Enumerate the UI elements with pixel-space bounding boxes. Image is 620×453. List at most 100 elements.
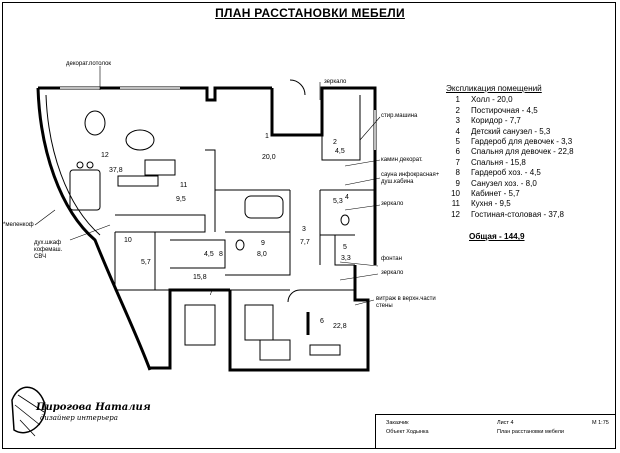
curved-wall [36,87,152,371]
chair-b [86,161,94,169]
door-bedroom6 [287,289,301,303]
wall-wardrobe8 [170,239,226,269]
room-8-number: 8 [219,251,223,258]
legend-row: 1 Холл - 20,0 [446,95,616,105]
annot-decor-ceiling: декорат.потолок [66,61,112,67]
wall-study [114,232,170,291]
legend-num: 5 [455,137,460,147]
annot-wash-machine: стир.машина [381,113,418,119]
annot-mirror-top: зеркало [324,79,347,85]
annot-sauna: сауна инфокрасная+ душ.кабина [381,172,440,185]
legend-label: Холл - 20,0 [471,95,513,105]
annot-fireplace: камин декорат. [381,157,423,163]
legend-total: Общая - 144,9 [469,232,525,241]
annot-mirror-low: зеркало [381,270,404,276]
door-entry [289,79,306,96]
legend-row: 2 Постирочная - 4,5 [446,106,616,116]
room-2-area: 4,5 [335,148,345,155]
title-block: Заказчик Объект Ходынка Лист 4 М 1:75 Пл… [375,414,616,448]
legend-label: Гардероб хоз. - 4,5 [471,168,541,178]
legend-label: Гардероб для девочек - 3,3 [471,137,573,147]
legend-label: Детский санузел - 5,3 [471,126,551,136]
legend-num: 2 [455,105,460,115]
legend-num: 9 [455,178,460,188]
room-9-number: 9 [261,240,265,247]
room-5-area: 3,3 [341,255,351,262]
sheet-frame [2,2,616,449]
legend-label: Спальня - 15,8 [471,157,526,167]
stamp-scale: М 1:75 [592,420,609,426]
room-11-area: 9,5 [176,196,186,203]
annot-fountain: фонтан [381,256,402,262]
outer-wall-north [38,86,272,102]
legend-label: Спальня для девочек - 22,8 [471,147,574,157]
room-12-number: 12 [101,152,109,159]
room-4-area: 5,3 [333,198,343,205]
legend-label: Постирочная - 4,5 [471,105,538,115]
room-7-area: 15,8 [193,274,207,281]
legend-label: Гостиная-столовая - 37,8 [471,209,564,219]
sofa-round [125,129,155,151]
stamp-client: Заказчик [386,420,409,426]
legend-num: 3 [455,116,460,126]
legend-num: 8 [455,168,460,178]
annot-melenkof: *меленкоф [3,222,34,228]
room-10-number: 10 [124,237,132,244]
room-5-number: 5 [343,244,347,251]
bed-6a [244,304,274,341]
armchair-1 [84,110,106,136]
room-2-number: 2 [333,139,337,146]
wall-corridor [289,190,321,275]
sofa-living [144,159,176,176]
room-3-area: 7,7 [300,239,310,246]
wall-laundry [321,95,361,161]
legend-label: Кабинет - 5,7 [471,189,520,199]
legend-label: Коридор - 7,7 [471,116,521,126]
chair-a [76,161,84,169]
legend-num: 4 [455,126,460,136]
annot-oven-2: кофемаш. [34,247,63,253]
toilet-9 [235,239,245,251]
legend-label: Санузел хоз. - 8,0 [471,178,537,188]
leader-lines [34,66,381,306]
legend-row: 3 Коридор - 7,7 [446,116,616,126]
annot-stained-glass: витраж в верхн.части стены [376,296,436,309]
stamp-sheet: Лист 4 [497,420,514,426]
room-8-area: 4,5 [204,251,214,258]
legend-label: Кухня - 9,5 [471,199,511,209]
legend-row: 9 Санузел хоз. - 8,0 [446,179,616,189]
designer-name: Пирогова Наталия [36,402,151,413]
room-10-area: 5,7 [141,259,151,266]
designer-role: дизайнер интерьера [40,414,118,422]
stamp-sheet-title: План расстановки мебели [497,429,564,435]
curved-wall-inner [45,94,101,236]
room-7-number: 7 [209,290,213,297]
annot-mirror-mid: зеркало [381,201,404,207]
legend-num: 7 [455,157,460,167]
room-6-number: 6 [320,318,324,325]
kitchen-counter [117,175,159,187]
legend-num: 10 [451,189,460,199]
bed-7 [184,304,216,346]
sink-4 [340,214,350,226]
bed-6b [259,339,291,361]
legend-row: 10 Кабинет - 5,7 [446,189,616,199]
wall-wardrobe5 [334,235,355,266]
legend-title: Экспликация помещений [446,84,542,93]
room-legend: Экспликация помещений 1 Холл - 20,0 2 Пост… [446,84,616,220]
room-11-number: 11 [180,182,188,189]
room-12-area: 37,8 [109,167,123,174]
wall-kids-bath [320,189,375,236]
legend-num: 11 [451,199,460,209]
bathtub [244,195,284,219]
room-1-number: 1 [265,133,269,140]
annot-oven-3: СВЧ [34,254,47,260]
legend-num: 1 [455,95,460,105]
legend-row: 5 Гардероб для девочек - 3,3 [446,137,616,147]
room-3-number: 3 [302,226,306,233]
logo-sketch-lines [14,394,45,437]
annot-oven-1: дух.шкаф [34,240,62,246]
desk-6 [309,344,341,356]
room-9-area: 8,0 [257,251,267,258]
